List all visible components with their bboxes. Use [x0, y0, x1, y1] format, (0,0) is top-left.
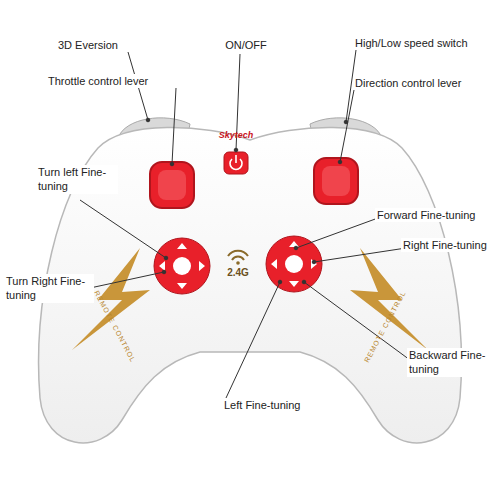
brand-logo: Skytech [206, 130, 266, 142]
callout-label: Throttle control lever [46, 74, 190, 88]
dpad-center [285, 255, 303, 273]
wireless-icon [228, 251, 248, 260]
frequency-mark: 2.4G [218, 266, 258, 279]
callout-label: Turn left Fine-tuning [36, 165, 118, 194]
direction-stick [314, 158, 358, 204]
wireless-icon [236, 261, 240, 265]
callout-label: 3D Eversion [56, 38, 170, 52]
leader-lines [80, 50, 410, 398]
throttle-stick [150, 162, 194, 208]
callout-label: ON/OFF [214, 38, 278, 52]
gold-stripe [350, 248, 428, 350]
power-icon [235, 155, 237, 163]
callout-label: High/Low speed switch [353, 36, 497, 50]
stick-cap [158, 170, 186, 200]
callout-label: Direction control lever [353, 76, 497, 90]
callout-label: Turn Right Fine-tuning [4, 274, 94, 303]
dpad-arrows [271, 241, 317, 287]
power-button [224, 152, 248, 174]
left-dpad [154, 238, 210, 294]
callout-label: Backward Fine-tuning [407, 348, 497, 377]
dpad-center [173, 257, 191, 275]
callout-label: Left Fine-tuning [222, 398, 346, 412]
callout-label: Right Fine-tuning [401, 238, 497, 252]
stick-cap [322, 166, 350, 196]
callout-label: Forward Fine-tuning [375, 208, 497, 222]
right-dpad [266, 236, 322, 292]
dpad-arrows [159, 243, 205, 289]
